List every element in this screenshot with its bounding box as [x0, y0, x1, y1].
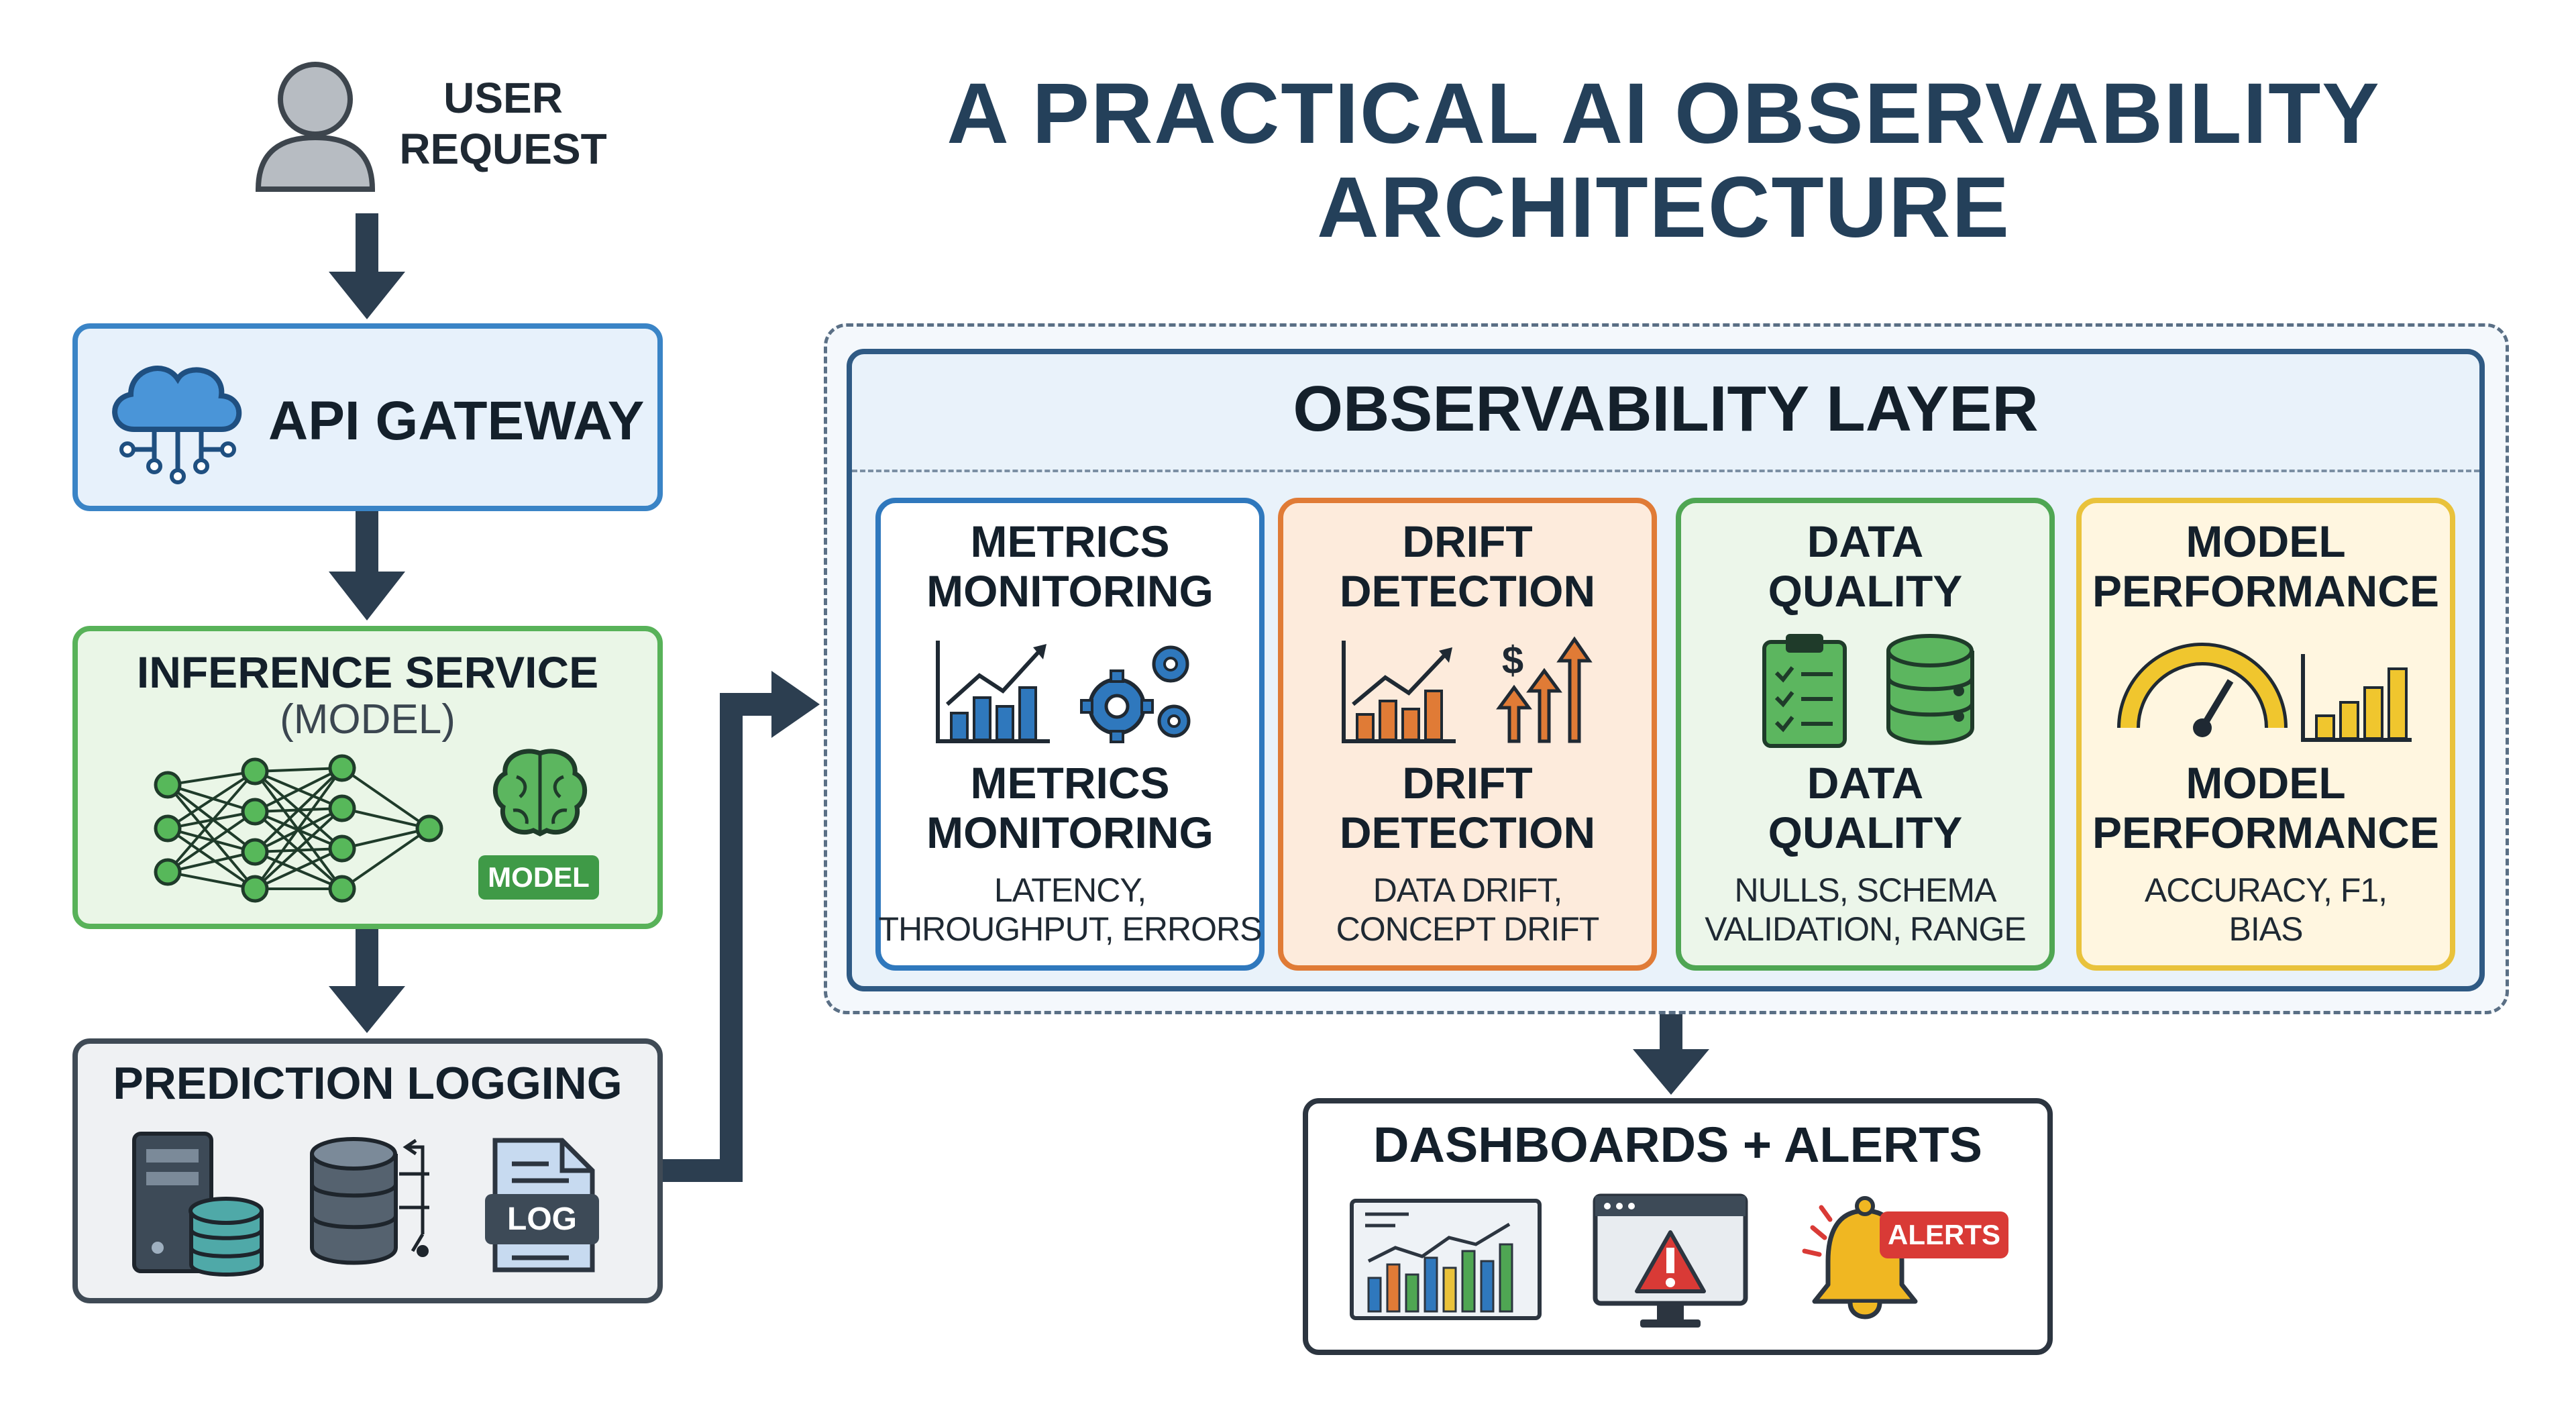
performance-card-subtitle: MODEL PERFORMANCE [2076, 758, 2455, 857]
performance-title-line-2: PERFORMANCE [2092, 566, 2439, 616]
drift-desc-line-2: CONCEPT DRIFT [1336, 910, 1600, 948]
neural-network-icon [154, 754, 443, 903]
data-quality-card[interactable] [1676, 498, 2055, 971]
alerts-badge: ALERTS [1880, 1211, 2008, 1258]
inference-service-title: INFERENCE SERVICE [136, 647, 599, 697]
gear-icon [1080, 645, 1191, 743]
quality-sub-line-2: QUALITY [1768, 808, 1963, 857]
performance-sub-line-1: MODEL [2186, 758, 2346, 808]
drift-detection-card[interactable] [1278, 498, 1657, 971]
api-gateway-label: API GATEWAY [268, 390, 645, 451]
brain-icon [492, 749, 588, 836]
checklist-database-icon [1762, 634, 1974, 748]
quality-desc-line-1: NULLS, SCHEMA [1734, 871, 1997, 909]
arrow-user-to-api [329, 213, 405, 319]
clipboard-icon [1762, 634, 1847, 748]
gauge-icon [2117, 643, 2288, 737]
user-label-line-1: USER [443, 74, 563, 122]
metrics-sub-line-2: MONITORING [926, 808, 1214, 857]
quality-title-line-2: QUALITY [1768, 566, 1963, 616]
title-line-1: A PRACTICAL AI OBSERVABILITY [947, 66, 2381, 162]
drift-card-description: DATA DRIFT, CONCEPT DRIFT [1278, 871, 1657, 949]
performance-desc-line-1: ACCURACY, F1, [2144, 871, 2387, 909]
drift-sub-line-2: DETECTION [1339, 808, 1596, 857]
bar-chart-icon [2301, 654, 2412, 742]
quality-card-subtitle: DATA QUALITY [1676, 758, 2055, 857]
cloud-network-icon [112, 366, 242, 484]
performance-card-title: MODEL PERFORMANCE [2076, 517, 2455, 616]
page-title: A PRACTICAL AI OBSERVABILITY ARCHITECTUR… [872, 67, 2455, 255]
metrics-title-line-1: METRICS [970, 517, 1170, 566]
quality-sub-line-1: DATA [1807, 758, 1924, 808]
performance-sub-line-2: PERFORMANCE [2092, 808, 2439, 857]
drift-title-line-2: DETECTION [1339, 566, 1596, 616]
metrics-card-subtitle: METRICS MONITORING [875, 758, 1265, 857]
server-database-icon [132, 1132, 264, 1277]
metrics-monitoring-card[interactable] [875, 498, 1265, 971]
prediction-logging-title: PREDICTION LOGGING [113, 1058, 623, 1109]
drift-card-title: DRIFT DETECTION [1278, 517, 1657, 616]
arrow-inference-to-logging [329, 929, 405, 1033]
performance-desc-line-2: BIAS [2229, 910, 2304, 948]
user-icon [255, 62, 376, 192]
user-label-line-2: REQUEST [399, 125, 607, 173]
performance-title-line-1: MODEL [2186, 517, 2346, 566]
drift-chart-arrows-icon [1342, 636, 1593, 743]
performance-card-description: ACCURACY, F1, BIAS [2076, 871, 2455, 949]
log-file-icon [485, 1138, 599, 1273]
inference-service-subtitle: (MODEL) [280, 696, 455, 743]
metrics-card-title: METRICS MONITORING [875, 517, 1265, 616]
dashboard-chart-icon [1350, 1199, 1542, 1320]
metrics-chart-gears-icon [936, 641, 1191, 743]
observability-layer-title: OBSERVABILITY LAYER [1293, 373, 2039, 445]
drift-sub-line-1: DRIFT [1402, 758, 1533, 808]
drift-desc-line-1: DATA DRIFT, [1373, 871, 1563, 909]
gauge-bar-chart-icon [2117, 643, 2412, 742]
quality-desc-line-2: VALIDATION, RANGE [1705, 910, 2026, 948]
quality-title-line-1: DATA [1807, 517, 1924, 566]
title-line-2: ARCHITECTURE [1317, 160, 2010, 256]
database-icon [1886, 634, 1974, 745]
observability-divider [852, 470, 2479, 472]
metrics-desc-line-1: LATENCY, [994, 871, 1146, 909]
metrics-desc-line-2: THROUGHPUT, ERRORS [878, 910, 1263, 948]
metrics-card-description: LATENCY, THROUGHPUT, ERRORS [875, 871, 1265, 949]
user-request-label: USER REQUEST [392, 72, 614, 174]
dollar-sign: $ [1501, 639, 1524, 682]
arrow-api-to-inference [329, 511, 405, 620]
model-badge: MODEL [478, 855, 599, 900]
quality-card-title: DATA QUALITY [1676, 517, 2055, 616]
metrics-sub-line-1: METRICS [970, 758, 1170, 808]
browser-warning-icon [1593, 1193, 1748, 1328]
metrics-title-line-2: MONITORING [926, 566, 1214, 616]
log-badge: LOG [507, 1201, 577, 1237]
dashboards-alerts-title: DASHBOARDS + ALERTS [1373, 1117, 1982, 1173]
drift-title-line-1: DRIFT [1402, 517, 1533, 566]
arrow-logging-to-observability [663, 671, 820, 1182]
database-sync-icon [310, 1137, 429, 1265]
drift-card-subtitle: DRIFT DETECTION [1278, 758, 1657, 857]
quality-card-description: NULLS, SCHEMA VALIDATION, RANGE [1676, 871, 2055, 949]
